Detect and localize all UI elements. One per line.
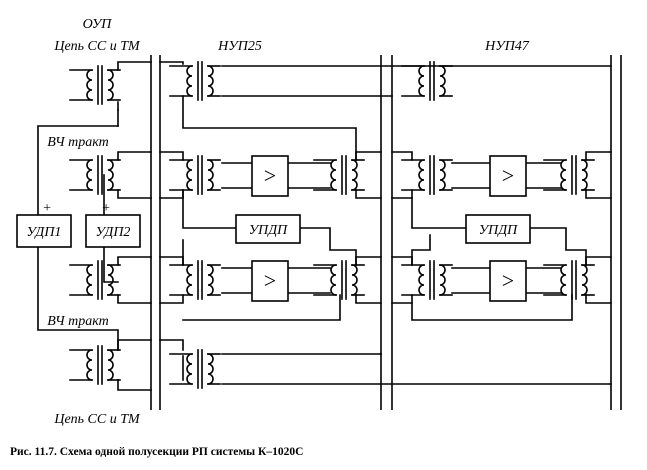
transformer-nup25-in-1: [169, 61, 221, 101]
label-chain-bottom: Цепь СС и ТМ: [53, 412, 141, 427]
label-hf-bottom: ВЧ тракт: [47, 314, 108, 329]
updp-label-1: УПДП: [249, 223, 288, 238]
transformer-nup47-out-2: [543, 155, 595, 195]
transformer-nup47-in-1: [401, 61, 453, 101]
transformer-nup25-in-2: [169, 155, 221, 195]
udp1-plus: +: [42, 201, 51, 216]
amplifier-chains: [221, 162, 562, 294]
amp-symbol: >: [264, 163, 276, 188]
transformer-oup-1: [69, 65, 121, 105]
transformer-nup25-in-3: [169, 260, 221, 300]
feed-wiring: [37, 95, 587, 381]
updp-label-2: УПДП: [479, 223, 518, 238]
udp1-block: УДП1 +: [16, 201, 72, 248]
transformer-oup-4: [69, 345, 121, 385]
transformer-nup25-out-3: [313, 260, 365, 300]
transformer-oup-3: [69, 260, 121, 300]
label-oup: ОУП: [83, 17, 113, 32]
transformer-nup47-in-3: [401, 260, 453, 300]
amplifier-nup25-lower: >: [251, 260, 289, 302]
label-nup25: НУП25: [217, 39, 262, 54]
amp-symbol: >: [502, 268, 514, 293]
label-chain-top: Цепь СС и ТМ: [53, 39, 141, 54]
amp-symbol: >: [264, 268, 276, 293]
amp-symbol: >: [502, 163, 514, 188]
transformer-nup47-in-2: [401, 155, 453, 195]
amplifier-nup25-upper: >: [251, 155, 289, 197]
udp2-block: УДП2 +: [85, 201, 141, 248]
updp-block-nup25: УПДП: [235, 214, 301, 244]
line-wires: [117, 61, 612, 391]
amplifier-nup47-lower: >: [489, 260, 527, 302]
transformer-group: [69, 61, 595, 389]
transformer-nup47-out-3: [543, 260, 595, 300]
amplifier-nup47-upper: >: [489, 155, 527, 197]
udp2-label: УДП2: [96, 225, 131, 240]
udp1-label: УДП1: [27, 225, 62, 240]
label-nup47: НУП47: [484, 39, 530, 54]
line-buses: [150, 55, 622, 410]
updp-block-nup47: УПДП: [465, 214, 531, 244]
figure-caption: Рис. 11.7. Схема одной полусекции РП сис…: [10, 446, 303, 458]
transformer-oup-2: [69, 155, 121, 195]
udp2-plus: +: [101, 201, 110, 216]
transformer-nup25-out-2: [313, 155, 365, 195]
label-hf-top: ВЧ тракт: [47, 135, 108, 150]
transformer-nup25-in-4: [169, 349, 221, 389]
